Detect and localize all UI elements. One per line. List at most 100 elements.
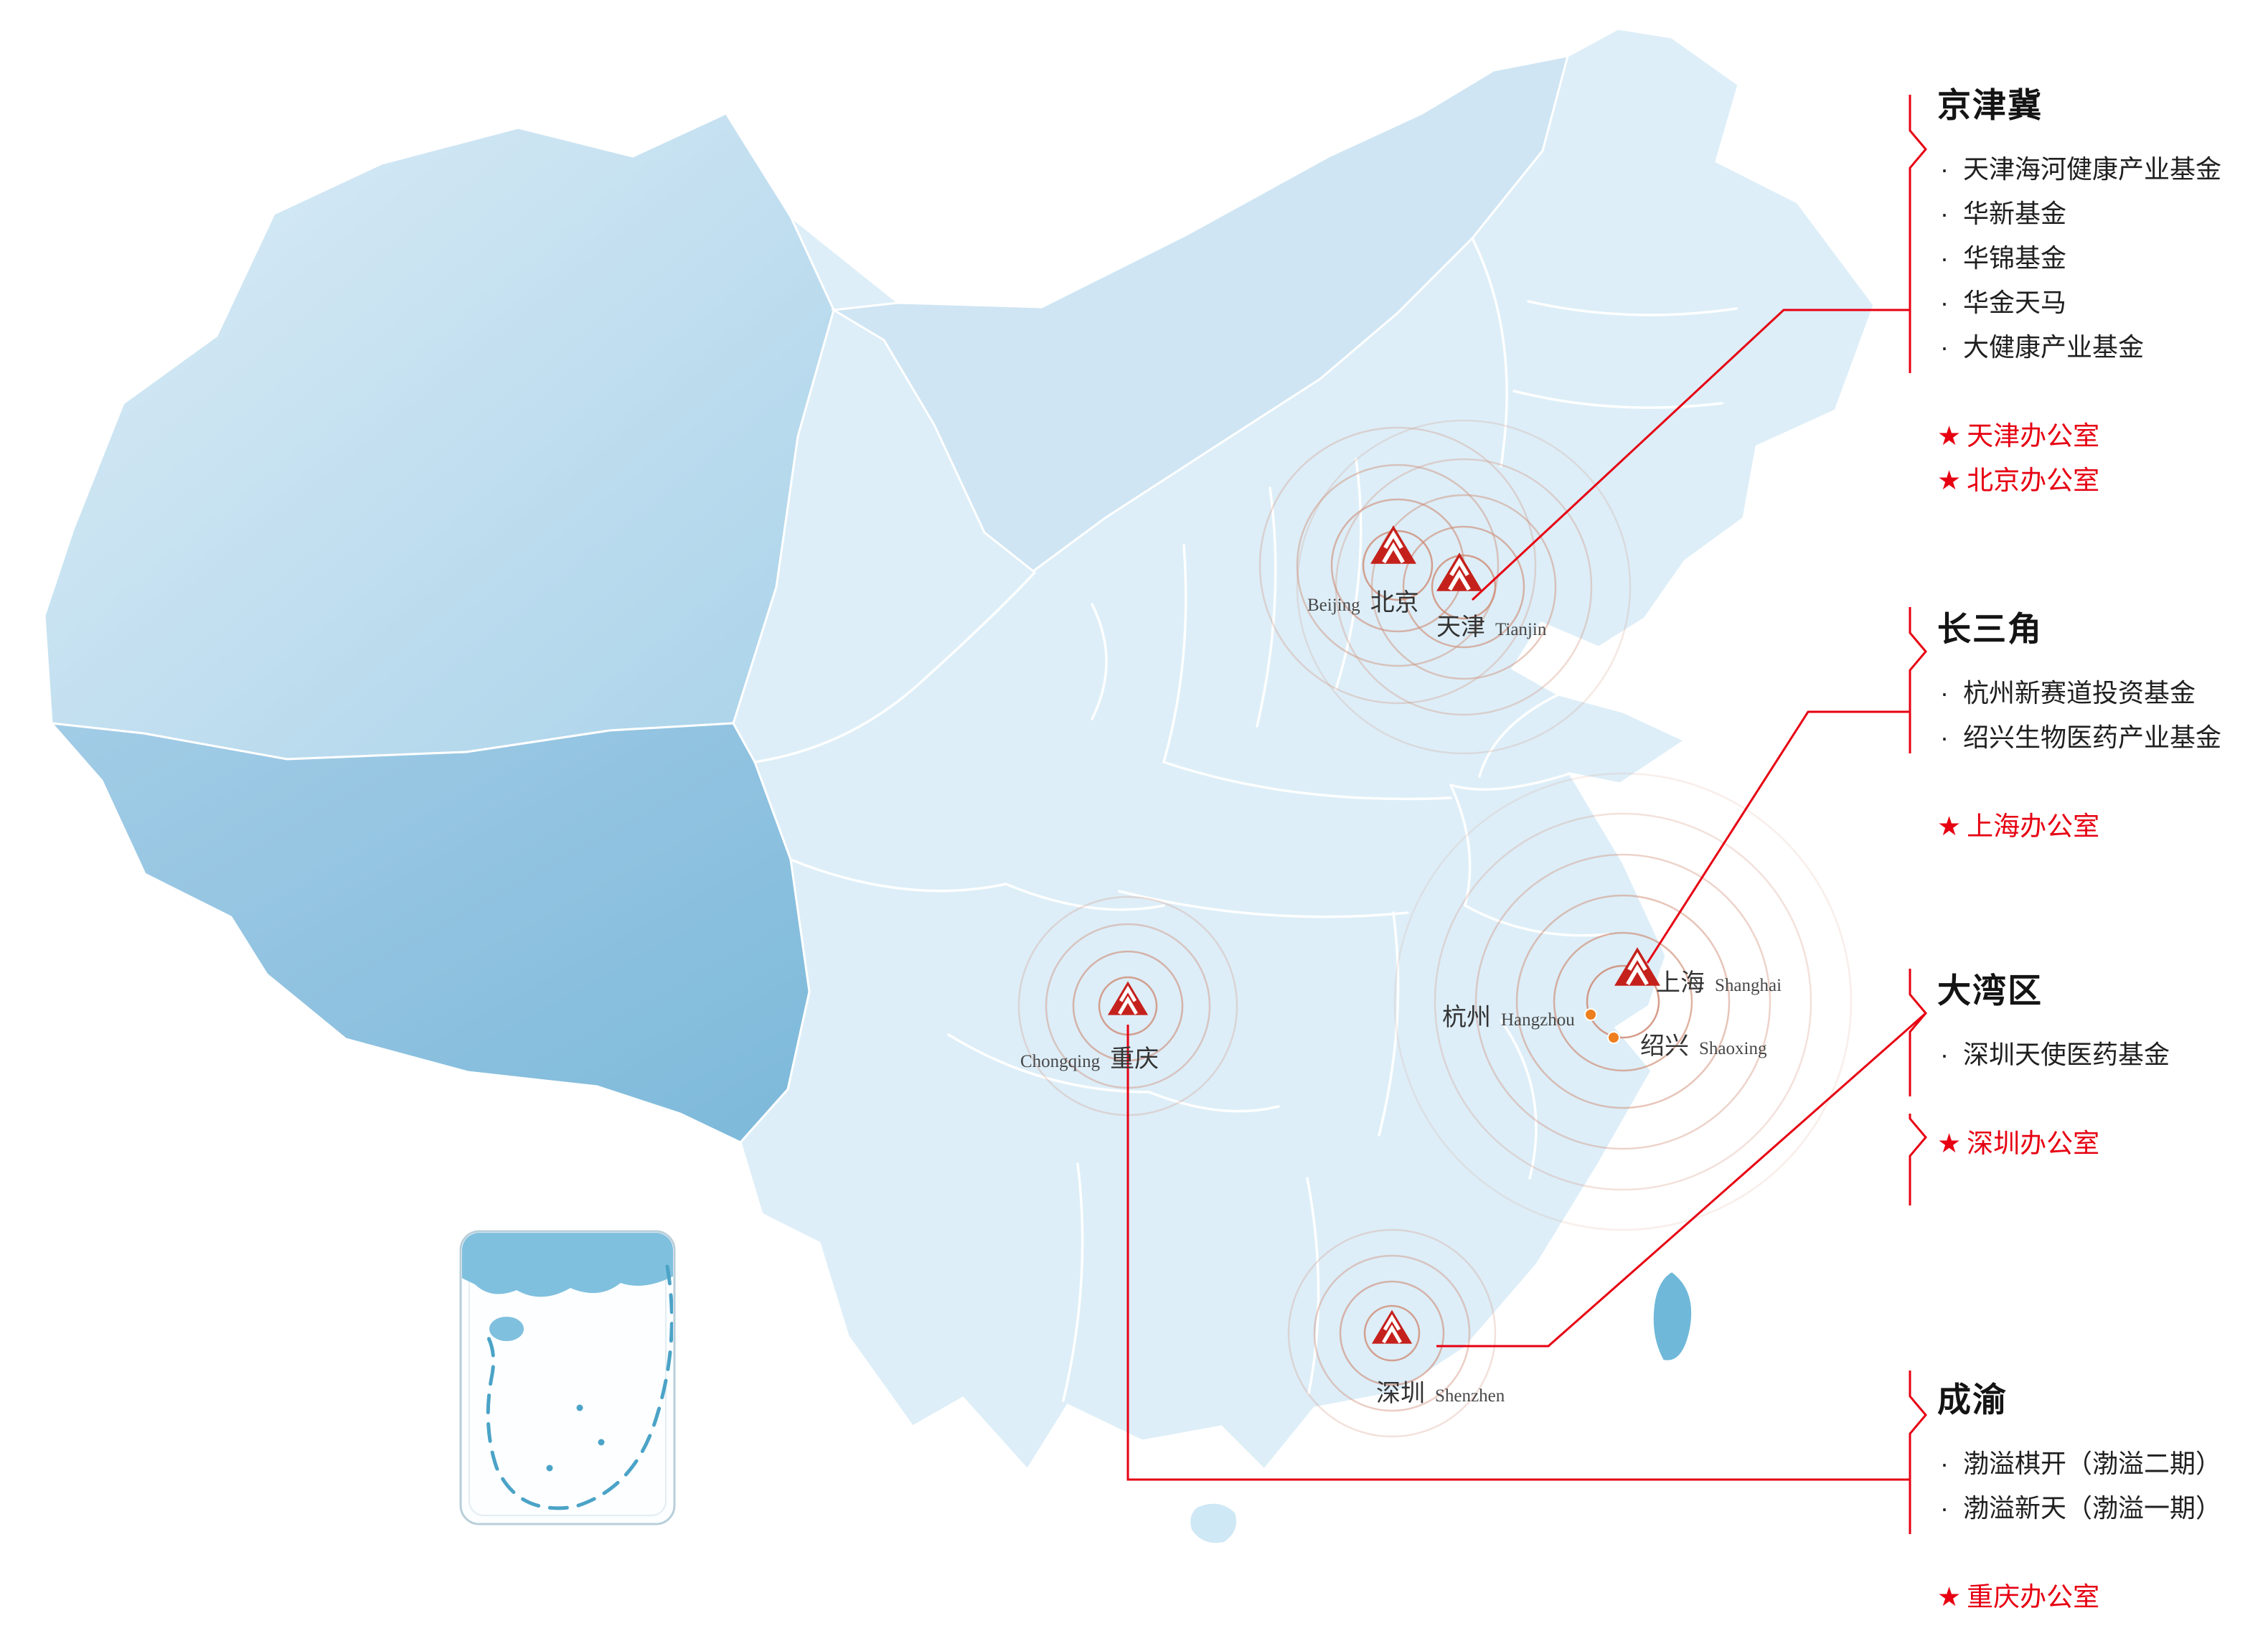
- region-section-chengyu: 成渝 · 渤溢棋开（渤溢二期） · 渤溢新天（渤溢一期） ★ 重庆办公室: [1937, 1372, 2268, 1619]
- star-icon: ★: [1937, 1582, 1962, 1612]
- inset-islands-dot: [546, 1465, 553, 1472]
- city-label-shanghai: 上海 Shanghai: [1656, 963, 1782, 998]
- nine-dash-line: [483, 1264, 673, 1510]
- bracket-chengyu: [1909, 1371, 1927, 1534]
- office-name: 北京办公室: [1967, 466, 2100, 495]
- bullet-dot-icon: ·: [1940, 332, 1949, 362]
- office-list: ★ 深圳办公室: [1937, 1122, 2268, 1166]
- fund-name: 渤溢新天（渤溢一期）: [1963, 1493, 2222, 1523]
- fund-name: 天津海河健康产业基金: [1963, 154, 2222, 184]
- city-label-hangzhou: 杭州 Hangzhou: [1442, 997, 1575, 1033]
- city-label-chongqing: Chongqing 重庆: [1020, 1039, 1159, 1074]
- ripple-rings-shenzhen: [1287, 1228, 1497, 1438]
- south-china-sea-inset: [459, 1230, 676, 1525]
- city-label-shenzhen: 深圳 Shenzhen: [1376, 1373, 1505, 1409]
- inset-islands-dot: [576, 1404, 583, 1411]
- connector-dawanqu: [1436, 1012, 1926, 1348]
- fund-item: · 渤溢棋开（渤溢二期）: [1937, 1442, 2268, 1486]
- bullet-dot-icon: ·: [1940, 678, 1949, 707]
- city-name-en: Shanghai: [1715, 976, 1782, 995]
- city-name-zh: 绍兴: [1640, 1033, 1689, 1060]
- ripple-rings-tianjin: [1296, 419, 1632, 755]
- city-label-shaoxing: 绍兴 Shaoxing: [1640, 1026, 1766, 1061]
- office-name: 深圳办公室: [1967, 1129, 2100, 1158]
- office-list: ★ 上海办公室: [1937, 804, 2268, 849]
- hangzhou-dot: [1584, 1008, 1597, 1021]
- fund-name: 杭州新赛道投资基金: [1963, 678, 2196, 707]
- bracket-jingjinji: [1909, 95, 1927, 373]
- region-section-dawanqu: 大湾区 · 深圳天使医药基金 ★ 深圳办公室: [1937, 963, 2268, 1166]
- city-name-en: Shenzhen: [1435, 1386, 1505, 1406]
- bullet-dot-icon: ·: [1940, 1040, 1949, 1069]
- star-icon: ★: [1937, 812, 1962, 841]
- inset-mainland: [462, 1233, 673, 1297]
- section-brackets: [1909, 95, 1927, 1534]
- bullet-dot-icon: ·: [1940, 154, 1949, 184]
- inset-hainan: [489, 1317, 524, 1341]
- city-name-en: Chongqing: [1020, 1052, 1101, 1071]
- fund-name: 华新基金: [1963, 199, 2067, 228]
- city-name-en: Shaoxing: [1699, 1039, 1767, 1058]
- fund-name: 大健康产业基金: [1963, 332, 2145, 362]
- hainan-island: [1189, 1502, 1238, 1545]
- office-item: ★ 北京办公室: [1937, 459, 2268, 503]
- fund-list: · 天津海河健康产业基金 · 华新基金 · 华锦基金 · 华金天马 · 大健康产…: [1937, 147, 2268, 370]
- city-name-zh: 北京: [1370, 590, 1419, 616]
- fund-name: 华锦基金: [1963, 243, 2067, 273]
- city-name-zh: 深圳: [1376, 1381, 1425, 1407]
- city-label-tianjin: 天津 Tianjin: [1436, 607, 1546, 642]
- shaoxing-dot: [1607, 1031, 1620, 1044]
- region-title: 成渝: [1937, 1381, 2008, 1419]
- fund-item: · 深圳天使医药基金: [1937, 1033, 2268, 1077]
- office-item: ★ 天津办公室: [1937, 414, 2268, 459]
- province-borders: [753, 237, 1738, 1402]
- inset-islands-dot: [598, 1439, 605, 1446]
- fund-list: · 杭州新赛道投资基金 · 绍兴生物医药产业基金: [1937, 671, 2268, 760]
- ripple-rings-shanghai: [1393, 772, 1853, 1231]
- star-icon: ★: [1937, 1129, 1962, 1158]
- city-name-en: Beijing: [1307, 596, 1360, 615]
- china-landmass: [43, 27, 1876, 1472]
- region-title: 大湾区: [1937, 972, 2043, 1010]
- bullet-dot-icon: ·: [1940, 1449, 1949, 1478]
- connector-chengyu: [1126, 1025, 1910, 1481]
- star-icon: ★: [1937, 466, 1962, 495]
- city-name-zh: 上海: [1656, 970, 1705, 997]
- bracket-shenzhen-office: [1909, 1114, 1927, 1205]
- office-item: ★ 深圳办公室: [1937, 1122, 2268, 1166]
- office-name: 天津办公室: [1967, 421, 2100, 451]
- region-section-changsanjiao: 长三角 · 杭州新赛道投资基金 · 绍兴生物医药产业基金 ★ 上海办公室: [1937, 601, 2268, 849]
- bullet-dot-icon: ·: [1940, 1493, 1949, 1523]
- fund-list: · 渤溢棋开（渤溢二期） · 渤溢新天（渤溢一期）: [1937, 1442, 2268, 1531]
- bullet-dot-icon: ·: [1940, 199, 1949, 228]
- fund-item: · 华新基金: [1937, 192, 2268, 236]
- ripple-rings-beijing: [1258, 426, 1537, 705]
- city-label-beijing: Beijing 北京: [1307, 583, 1419, 618]
- xinjiang-region: [43, 112, 835, 761]
- city-name-zh: 杭州: [1442, 1005, 1491, 1031]
- connector-jingjinji: [1471, 309, 1910, 601]
- fund-item: · 绍兴生物医药产业基金: [1937, 715, 2268, 760]
- bullet-dot-icon: ·: [1940, 288, 1949, 317]
- fund-item: · 华锦基金: [1937, 236, 2268, 281]
- taiwan-island: [1652, 1270, 1693, 1362]
- fund-item: · 华金天马: [1937, 281, 2268, 325]
- office-list: ★ 天津办公室 ★ 北京办公室: [1937, 414, 2268, 503]
- city-name-en: Hangzhou: [1501, 1010, 1575, 1030]
- region-section-jingjinji: 京津冀 · 天津海河健康产业基金 · 华新基金 · 华锦基金 · 华金天马 · …: [1937, 77, 2268, 503]
- fund-name: 华金天马: [1963, 288, 2067, 317]
- office-item: ★ 重庆办公室: [1937, 1575, 2268, 1619]
- bracket-changsanjiao: [1909, 607, 1927, 753]
- city-name-en: Tianjin: [1495, 620, 1547, 639]
- city-name-zh: 重庆: [1110, 1046, 1159, 1073]
- office-name: 重庆办公室: [1967, 1582, 2100, 1612]
- office-list: ★ 重庆办公室: [1937, 1575, 2268, 1619]
- office-item: ★ 上海办公室: [1937, 804, 2268, 849]
- connector-lines: [1126, 309, 1926, 1481]
- office-name: 上海办公室: [1967, 812, 2100, 841]
- fund-list: · 深圳天使医药基金: [1937, 1033, 2268, 1077]
- fund-item: · 杭州新赛道投资基金: [1937, 671, 2268, 715]
- fund-name: 渤溢棋开（渤溢二期）: [1963, 1449, 2222, 1478]
